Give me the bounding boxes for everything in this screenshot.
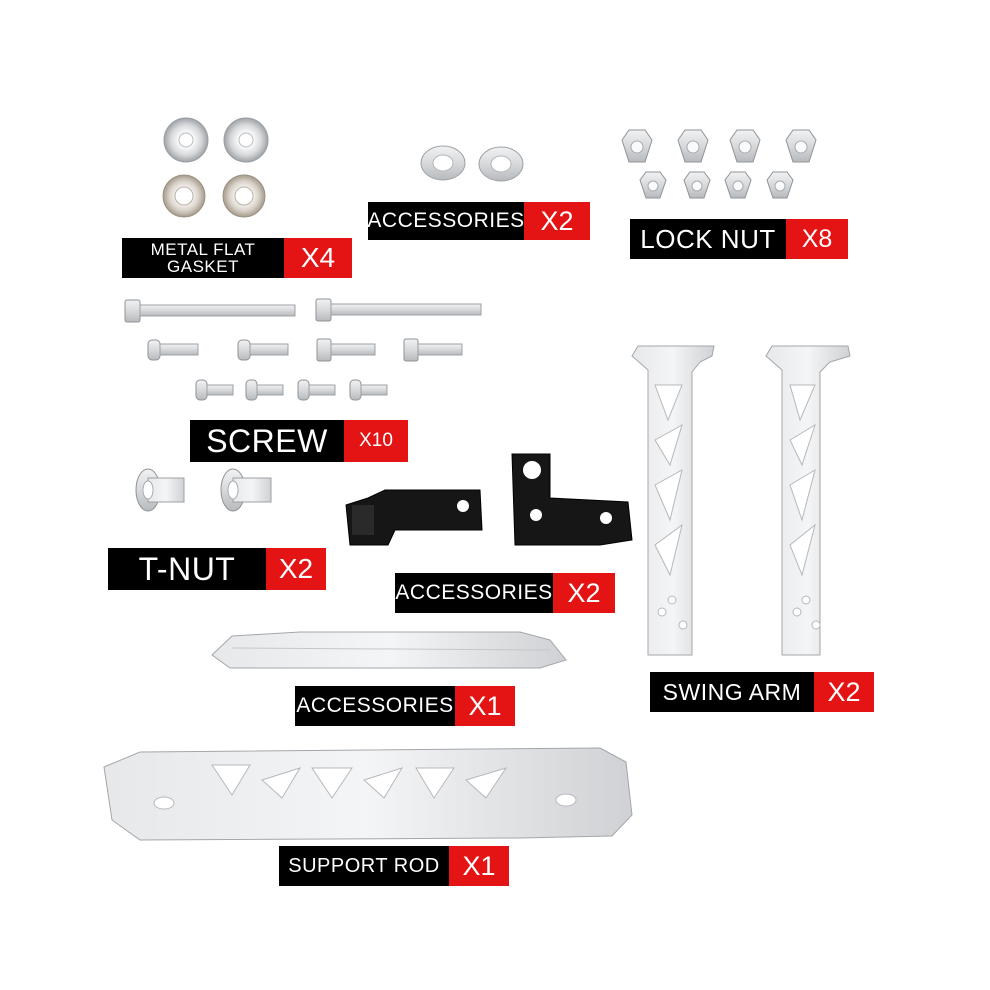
label-accessories-mid: ACCESSORIES X2 <box>395 573 615 613</box>
black-bracket-group <box>345 453 633 546</box>
lock-nut-group <box>621 129 817 199</box>
label-quantity: X2 <box>553 573 615 613</box>
label-quantity: X10 <box>344 420 408 462</box>
swing-arm-group <box>631 345 851 656</box>
accessories-spacer-group <box>420 145 524 182</box>
label-name: T-NUT <box>108 548 266 590</box>
label-name: ACCESSORIES <box>395 573 553 613</box>
label-accessories-bottom: ACCESSORIES X1 <box>295 686 515 726</box>
label-name: SCREW <box>190 420 344 462</box>
long-plate-accessory <box>211 631 567 669</box>
label-accessories-top: ACCESSORIES X2 <box>367 202 590 240</box>
label-quantity: X1 <box>449 846 509 886</box>
label-t-nut: T-NUT X2 <box>108 548 326 590</box>
label-swing-arm: SWING ARM X2 <box>650 672 874 712</box>
label-name: SUPPORT ROD <box>279 846 449 886</box>
label-support-rod: SUPPORT ROD X1 <box>279 846 509 886</box>
label-quantity: X8 <box>786 219 848 259</box>
label-lock-nut: LOCK NUT X8 <box>630 219 848 259</box>
label-name: ACCESSORIES <box>367 202 524 240</box>
label-name: ACCESSORIES <box>295 686 455 726</box>
support-rod-part <box>103 747 633 841</box>
label-metal-flat-gasket: METAL FLAT GASKET X4 <box>122 238 352 278</box>
label-quantity: X2 <box>524 202 590 240</box>
metal-flat-gasket-group <box>162 117 269 218</box>
label-screw: SCREW X10 <box>190 420 408 462</box>
label-quantity: X2 <box>814 672 874 712</box>
screw-group <box>124 298 482 401</box>
label-quantity: X2 <box>266 548 326 590</box>
t-nut-group <box>135 468 272 512</box>
label-name: SWING ARM <box>650 672 814 712</box>
label-name: LOCK NUT <box>630 219 786 259</box>
label-name: METAL FLAT GASKET <box>122 238 284 278</box>
label-quantity: X4 <box>284 238 352 278</box>
label-quantity: X1 <box>455 686 515 726</box>
